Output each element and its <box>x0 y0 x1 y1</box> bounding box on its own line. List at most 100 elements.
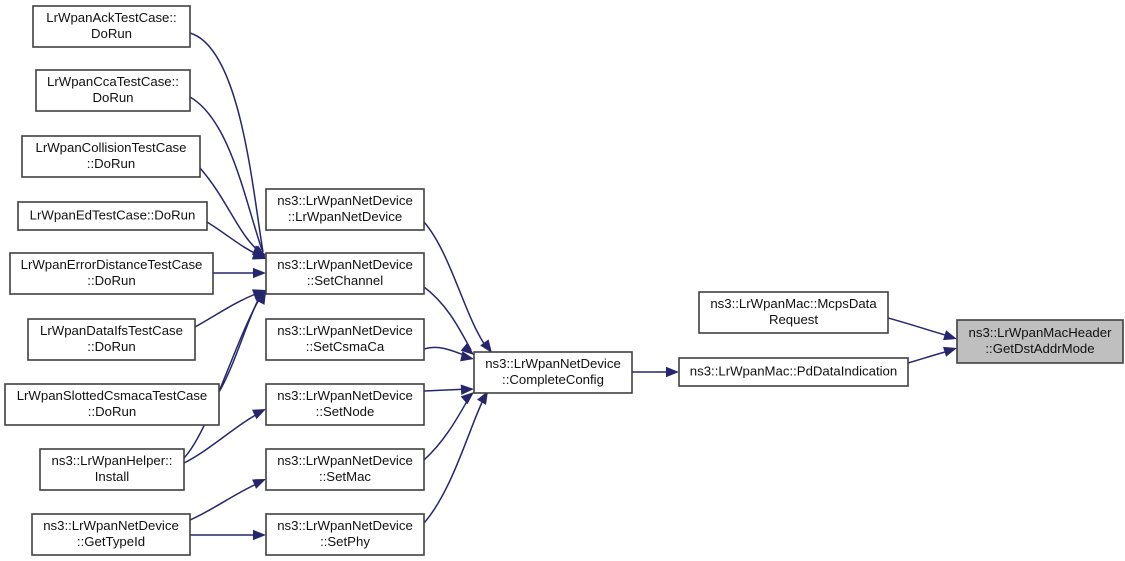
edge-dataifs-to-setchannel <box>194 289 266 328</box>
node-label-line: Request <box>769 312 818 327</box>
node-box[interactable] <box>9 252 214 295</box>
node-label-line: ns3::LrWpanNetDevice <box>277 453 413 468</box>
node-label-line: DoRun <box>92 90 133 105</box>
node-box[interactable] <box>265 318 425 361</box>
node-box[interactable] <box>265 252 425 295</box>
node-cca[interactable]: LrWpanCcaTestCase::DoRun <box>35 69 191 112</box>
node-label-line: ns3::LrWpanMac::McpsData <box>710 296 877 311</box>
node-setnode[interactable]: ns3::LrWpanNetDevice::SetNode <box>265 383 425 426</box>
node-helperinstall[interactable]: ns3::LrWpanHelper::Install <box>39 448 185 491</box>
edge-ed-to-setchannel <box>206 221 266 260</box>
node-box[interactable] <box>956 319 1124 364</box>
node-label-line: ns3::LrWpanNetDevice <box>277 518 413 533</box>
node-label-line: ::GetDstAddrMode <box>985 341 1094 356</box>
edge-completeconfig-to-pddataindication <box>632 366 679 378</box>
node-box[interactable] <box>265 383 425 426</box>
node-label-line: LrWpanCcaTestCase:: <box>47 74 179 89</box>
node-box[interactable] <box>17 201 208 231</box>
node-label-line: ::SetMac <box>319 469 371 484</box>
node-box[interactable] <box>32 5 191 48</box>
edge-gettypeid-to-setmac <box>189 479 266 521</box>
node-dataifs[interactable]: LrWpanDataIfsTestCase::DoRun <box>27 318 196 361</box>
arrowhead <box>252 479 266 489</box>
node-label-line: LrWpanEdTestCase::DoRun <box>30 207 196 222</box>
node-label-line: ::SetNode <box>316 404 375 419</box>
node-pddataindication[interactable]: ns3::LrWpanMac::PdDataIndication <box>678 357 909 387</box>
arrowhead <box>666 366 679 378</box>
node-label-line: ::LrWpanNetDevice <box>288 209 402 224</box>
node-label-line: ::SetPhy <box>320 534 370 549</box>
edge-setchannel-to-completeconfig <box>423 286 474 355</box>
edge-collision-to-setchannel <box>199 167 266 257</box>
node-completeconfig[interactable]: ns3::LrWpanNetDevice::CompleteConfig <box>473 351 633 394</box>
node-ed[interactable]: LrWpanEdTestCase::DoRun <box>17 201 208 231</box>
node-box[interactable] <box>678 357 909 387</box>
node-ack[interactable]: LrWpanAckTestCase::DoRun <box>32 5 191 48</box>
edge-pddataindication-to-getdstaddrmode <box>907 346 957 364</box>
edge-setnode-to-completeconfig <box>423 384 474 395</box>
arrowhead <box>460 351 474 362</box>
node-label-line: LrWpanSlottedCsmacaTestCase <box>17 388 208 403</box>
node-box[interactable] <box>265 448 425 491</box>
edge-ctor-to-completeconfig <box>423 221 492 353</box>
node-label-line: LrWpanAckTestCase:: <box>46 10 176 25</box>
arrowhead <box>460 392 474 405</box>
edge-errordistance-to-setchannel <box>213 267 266 279</box>
edge-mcpsdatarequest-to-getdstaddrmode <box>887 317 957 341</box>
arrowhead <box>460 342 474 355</box>
node-box[interactable] <box>265 188 425 231</box>
node-setchannel[interactable]: ns3::LrWpanNetDevice::SetChannel <box>265 252 425 295</box>
node-label-line: ns3::LrWpanNetDevice <box>277 257 413 272</box>
node-setphy[interactable]: ns3::LrWpanNetDevice::SetPhy <box>265 513 425 556</box>
node-label-line: ::SetCsmaCa <box>306 339 385 354</box>
edge-gettypeid-to-setphy <box>190 529 266 541</box>
edge-helperinstall-to-setnode <box>183 409 266 464</box>
node-box[interactable] <box>265 513 425 556</box>
node-label-line: ::CompleteConfig <box>502 372 604 387</box>
edge-cca-to-setchannel <box>189 96 266 255</box>
arrowhead <box>943 346 957 357</box>
node-slottedcsmaca[interactable]: LrWpanSlottedCsmacaTestCase::DoRun <box>4 383 220 426</box>
arrowhead <box>252 289 266 300</box>
node-collision[interactable]: LrWpanCollisionTestCase::DoRun <box>21 135 201 178</box>
edge-setphy-to-completeconfig <box>423 391 488 524</box>
arrowhead <box>252 249 266 260</box>
node-label-line: LrWpanCollisionTestCase <box>36 140 187 155</box>
node-label-line: ::DoRun <box>87 273 135 288</box>
node-label-line: DoRun <box>91 26 132 41</box>
node-label-line: ns3::LrWpanNetDevice <box>43 518 179 533</box>
node-box[interactable] <box>21 135 201 178</box>
node-setcsmaca[interactable]: ns3::LrWpanNetDevice::SetCsmaCa <box>265 318 425 361</box>
arrowhead <box>460 384 474 395</box>
node-box[interactable] <box>35 69 191 112</box>
node-label-line: ::DoRun <box>87 339 135 354</box>
node-label-line: LrWpanErrorDistanceTestCase <box>21 257 203 272</box>
node-label-line: ::SetChannel <box>307 273 383 288</box>
node-setmac[interactable]: ns3::LrWpanNetDevice::SetMac <box>265 448 425 491</box>
node-label-line: ::DoRun <box>88 404 136 419</box>
arrowhead <box>253 529 266 541</box>
node-label-line: ns3::LrWpanNetDevice <box>277 193 413 208</box>
node-box[interactable] <box>39 448 185 491</box>
node-box[interactable] <box>4 383 220 426</box>
edges-layer <box>183 32 957 541</box>
node-box[interactable] <box>473 351 633 394</box>
arrowhead <box>480 339 492 353</box>
node-box[interactable] <box>698 291 889 334</box>
node-label-line: ::DoRun <box>87 156 135 171</box>
node-box[interactable] <box>31 513 191 556</box>
edge-setmac-to-completeconfig <box>423 392 474 461</box>
arrowhead <box>255 291 266 305</box>
node-ctor[interactable]: ns3::LrWpanNetDevice::LrWpanNetDevice <box>265 188 425 231</box>
node-label-line: LrWpanDataIfsTestCase <box>40 323 183 338</box>
node-label-line: ::GetTypeId <box>77 534 145 549</box>
node-gettypeid[interactable]: ns3::LrWpanNetDevice::GetTypeId <box>31 513 191 556</box>
node-label-line: ns3::LrWpanMacHeader <box>969 325 1113 340</box>
arrowhead <box>943 330 957 341</box>
node-getdstaddrmode[interactable]: ns3::LrWpanMacHeader::GetDstAddrMode <box>956 319 1124 364</box>
node-box[interactable] <box>27 318 196 361</box>
node-label-line: ns3::LrWpanNetDevice <box>277 388 413 403</box>
node-errordistance[interactable]: LrWpanErrorDistanceTestCase::DoRun <box>9 252 214 295</box>
